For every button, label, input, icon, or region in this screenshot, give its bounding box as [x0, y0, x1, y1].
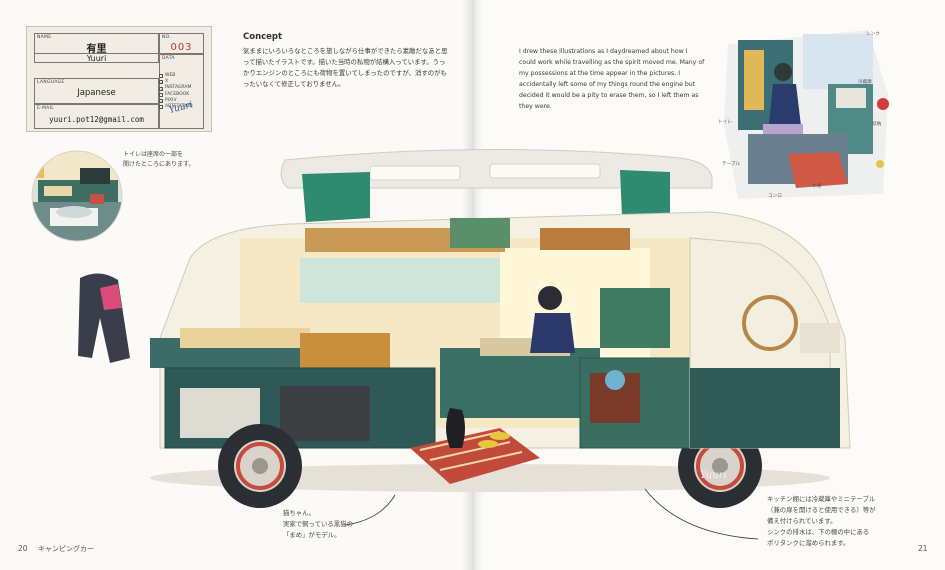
check-icon: ✓ — [159, 80, 164, 86]
section-name: キャンピングカー — [38, 545, 94, 553]
cat-pointer-line — [344, 494, 396, 526]
van-interior-sketch — [724, 30, 889, 199]
concept-text-en: I drew these illustrations as I daydream… — [519, 48, 705, 110]
checkbox-icon — [159, 92, 163, 97]
email-label: E-MAIL — [37, 106, 55, 111]
language-label: LANGUAGE — [37, 80, 65, 85]
number-value: 003 — [170, 42, 193, 53]
sns-item: FACEBOOK — [159, 92, 193, 98]
toilet-inset-illustration — [31, 150, 123, 242]
sketch-note: 本棚 — [812, 184, 822, 189]
sketch-note: シンク — [866, 32, 880, 37]
sketch-note: トイレ — [718, 120, 732, 125]
number-cell: NO. 003 — [159, 33, 204, 54]
language-cell: LANGUAGE Japanese — [34, 78, 159, 104]
left-page-number: 20 — [18, 544, 28, 553]
checkbox-icon — [159, 74, 163, 79]
profile-card-grid: NAME 有里 Yuuri NO. 003 LANGUAGE Japanese … — [34, 33, 204, 129]
sketch-note: コンロ — [768, 194, 782, 199]
sketch-fridge-label: 冷蔵庫 — [858, 80, 872, 85]
cat-note: 猫ちゃん。 実家で飼っている黒猫の 「まめ」がモデル。 — [283, 509, 353, 539]
name-label: NAME — [37, 35, 52, 40]
sketch-note: 収納 — [872, 122, 882, 127]
profile-card — [26, 26, 212, 132]
name-cell: NAME 有里 Yuuri — [34, 33, 159, 63]
kitchen-pointer-line — [644, 488, 759, 540]
illustration-signature: Yuuri — [700, 470, 727, 481]
camper-van-illustration — [78, 148, 851, 508]
kitchen-note: キッチン棚には冷蔵庫やミニテーブル （兼の扉を開けると使用できる）等が 備え付け… — [767, 495, 876, 547]
email-cell: E-MAIL yuuri.pot12@gmail.com — [34, 104, 159, 129]
language-value: Japanese — [77, 88, 116, 98]
concept-title: Concept — [243, 32, 283, 42]
toilet-note: トイレは座席の一部を 開けたところにあります。 — [123, 151, 195, 168]
checkbox-icon — [159, 105, 163, 110]
sns-item: ✓X — [159, 79, 169, 86]
concept-text-jp: 気ままにいろいろなところを旅しながら仕事ができたら素敵だなあと思って描いたイラス… — [243, 47, 448, 88]
sns-item: ✓INSTAGRAM — [159, 85, 192, 92]
check-icon: ✓ — [159, 86, 164, 92]
right-page-number: 21 — [918, 544, 928, 553]
data-cell: DATA — [159, 54, 204, 129]
check-icon: ✓ — [159, 98, 164, 104]
sns-item: WEB — [159, 73, 193, 79]
sns-item: ARTSTATION — [159, 104, 193, 110]
data-label: DATA — [162, 56, 175, 61]
email-value[interactable]: yuuri.pot12@gmail.com — [49, 115, 144, 124]
name-en: Yuuri — [86, 54, 107, 63]
name-jp: 有里 — [86, 44, 107, 55]
number-label: NO. — [162, 35, 172, 40]
sns-list: WEB ✓X ✓INSTAGRAM FACEBOOK ✓PIXIV ARTSTA… — [159, 73, 193, 110]
sketch-note: テーブル — [722, 162, 741, 167]
sns-item: ✓PIXIV — [159, 97, 177, 104]
